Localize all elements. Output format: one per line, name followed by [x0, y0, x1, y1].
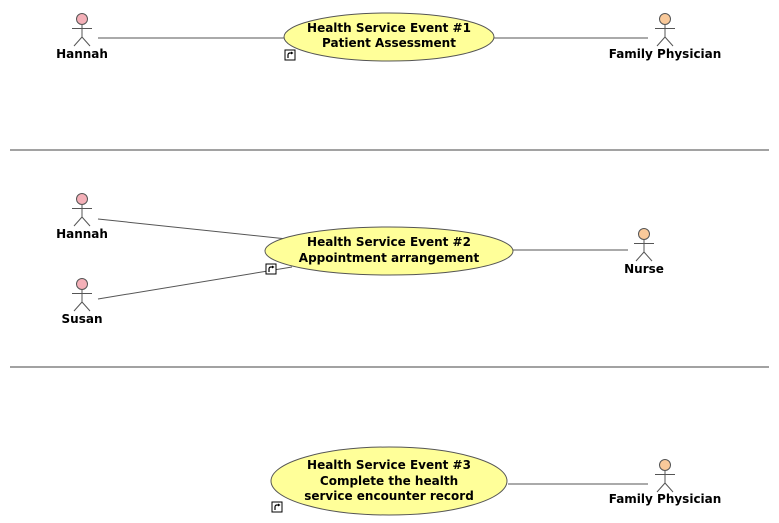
actor-label: Nurse — [624, 262, 664, 276]
arrow-link-icon[interactable] — [265, 263, 277, 275]
use-case-line: Health Service Event #1 — [307, 21, 471, 35]
actor-susan[interactable]: Susan — [62, 278, 103, 327]
use-case-1[interactable]: Health Service Event #1 Patient Assessme… — [283, 12, 495, 62]
actor-family-physician[interactable]: Family Physician — [609, 13, 722, 62]
stick-figure-icon — [72, 193, 92, 227]
use-case-line: Patient Assessment — [322, 36, 456, 50]
use-case-line: Complete the health — [320, 474, 458, 488]
actor-label: Hannah — [56, 227, 108, 241]
actor-hannah[interactable]: Hannah — [56, 13, 108, 62]
actor-family-physician[interactable]: Family Physician — [609, 459, 722, 507]
stick-figure-icon — [72, 278, 92, 312]
association-line — [97, 218, 288, 240]
use-case-line: Appointment arrangement — [299, 251, 480, 265]
use-case-2[interactable]: Health Service Event #2 Appointment arra… — [264, 226, 514, 276]
arrow-link-icon[interactable] — [284, 49, 296, 61]
actor-label: Family Physician — [609, 47, 722, 61]
arrow-link-icon[interactable] — [271, 501, 283, 513]
use-case-line: Health Service Event #3 — [307, 458, 471, 472]
actor-nurse[interactable]: Nurse — [624, 228, 664, 277]
actor-hannah[interactable]: Hannah — [56, 193, 108, 242]
use-case-line: service encounter record — [304, 489, 474, 503]
stick-figure-icon — [72, 13, 92, 47]
stick-figure-icon — [655, 13, 675, 47]
section-3: Family Physician Health Service Event #3… — [270, 446, 722, 516]
use-case-3[interactable]: Health Service Event #3 Complete the hea… — [270, 446, 508, 516]
association-line — [97, 266, 293, 300]
actor-label: Hannah — [56, 47, 108, 61]
stick-figure-icon — [655, 459, 675, 493]
actor-label: Family Physician — [609, 492, 722, 506]
section-1: Hannah Family Physician Health Service E… — [56, 12, 722, 62]
use-case-line: Health Service Event #2 — [307, 235, 471, 249]
actor-label: Susan — [62, 312, 103, 326]
stick-figure-icon — [634, 228, 654, 262]
section-2: Hannah Susan Nurse Healt — [56, 193, 664, 327]
